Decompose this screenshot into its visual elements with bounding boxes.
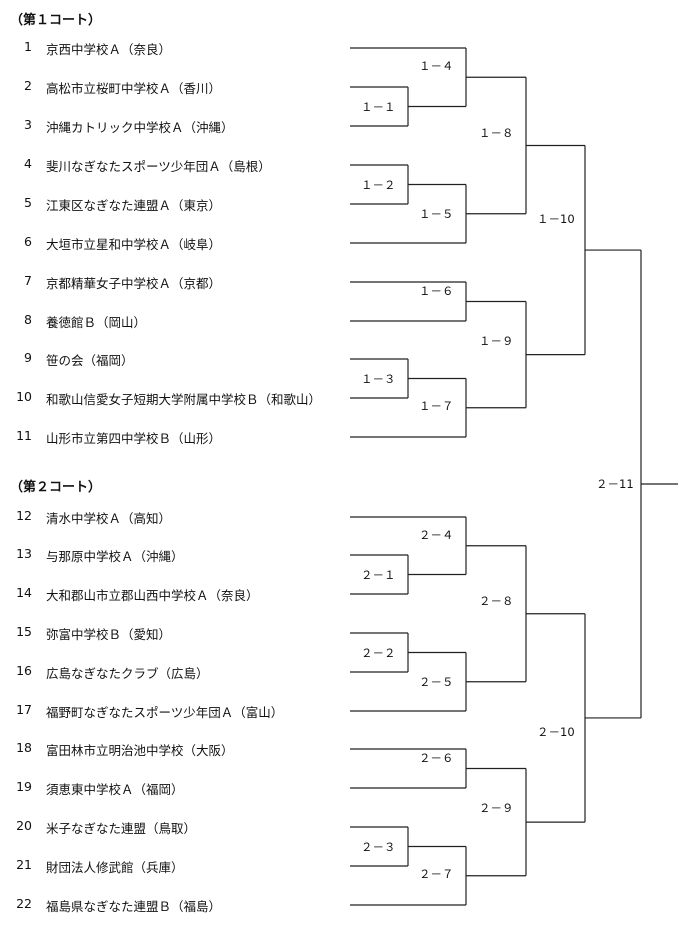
team-name: 斐川なぎなたスポーツ少年団Ａ（島根） xyxy=(46,159,271,174)
team-number: 10 xyxy=(16,389,32,404)
match-label-1-9: １－９ xyxy=(478,332,515,349)
team-number: 7 xyxy=(24,273,32,288)
team-name: 沖縄カトリック中学校Ａ（沖縄） xyxy=(46,120,234,135)
team-number: 6 xyxy=(24,234,32,249)
team-name: 江東区なぎなた連盟Ａ（東京） xyxy=(46,198,222,213)
team-name: 京都精華女子中学校Ａ（京都） xyxy=(46,276,222,291)
team-name: 清水中学校Ａ（高知） xyxy=(46,511,172,526)
team-name: 山形市立第四中学校Ｂ（山形） xyxy=(46,431,222,446)
match-label-1-1: １－１ xyxy=(360,98,397,115)
team-name: 大和郡山市立郡山西中学校Ａ（奈良） xyxy=(46,588,259,603)
team-number: 5 xyxy=(24,195,32,210)
team-name: 養徳館Ｂ（岡山） xyxy=(46,315,147,330)
team-number: 11 xyxy=(16,428,32,443)
match-label-1-6: １－６ xyxy=(418,282,455,299)
match-label-2-8: ２－８ xyxy=(478,592,515,609)
team-number: 22 xyxy=(16,896,32,911)
match-label-1-7: １－７ xyxy=(418,397,455,414)
team-number: 2 xyxy=(24,78,32,93)
team-name: 福島県なぎなた連盟Ｂ（福島） xyxy=(46,899,222,914)
team-number: 18 xyxy=(16,740,32,755)
team-number: 17 xyxy=(16,702,32,717)
match-label-2-1: ２－１ xyxy=(360,566,397,583)
team-number: 13 xyxy=(16,546,32,561)
team-name: 京西中学校Ａ（奈良） xyxy=(46,42,172,57)
match-label-1-2: １－２ xyxy=(360,176,397,193)
team-number: 1 xyxy=(24,39,32,54)
match-label-2-6: ２－６ xyxy=(418,749,455,766)
match-label-1-4: １－４ xyxy=(418,58,455,75)
team-number: 20 xyxy=(16,818,32,833)
match-label-2-9: ２－９ xyxy=(478,800,515,817)
team-number: 4 xyxy=(24,156,32,171)
team-name: 富田林市立明治池中学校（大阪） xyxy=(46,743,234,758)
match-label-1-8: １－８ xyxy=(478,124,515,141)
match-label-2-5: ２－５ xyxy=(418,673,455,690)
match-label-2-2: ２－２ xyxy=(360,644,397,661)
team-name: 笹の会（福岡） xyxy=(46,353,134,368)
team-name: 広島なぎなたクラブ（広島） xyxy=(46,666,209,681)
team-name: 和歌山信愛女子短期大学附属中学校Ｂ（和歌山） xyxy=(46,392,322,407)
team-name: 大垣市立星和中学校Ａ（岐阜） xyxy=(46,237,222,252)
match-label-2-3: ２－３ xyxy=(360,838,397,855)
team-number: 14 xyxy=(16,585,32,600)
team-number: 9 xyxy=(24,350,32,365)
match-label-1-3: １－３ xyxy=(360,370,397,387)
team-name: 高松市立桜町中学校Ａ（香川） xyxy=(46,81,222,96)
match-label-2-10: ２－10 xyxy=(536,723,576,740)
match-label-2-7: ２－７ xyxy=(418,865,455,882)
team-number: 12 xyxy=(16,508,32,523)
team-name: 与那原中学校Ａ（沖縄） xyxy=(46,549,184,564)
team-name: 福野町なぎなたスポーツ少年団Ａ（富山） xyxy=(46,705,284,720)
court-2-heading: （第２コート） xyxy=(10,480,102,495)
match-label-2-4: ２－４ xyxy=(418,526,455,543)
team-number: 15 xyxy=(16,624,32,639)
team-name: 米子なぎなた連盟（鳥取） xyxy=(46,821,197,836)
team-name: 財団法人修武館（兵庫） xyxy=(46,860,184,875)
team-name: 須恵東中学校Ａ（福岡） xyxy=(46,782,184,797)
team-number: 16 xyxy=(16,663,32,678)
team-number: 19 xyxy=(16,779,32,794)
team-number: 21 xyxy=(16,857,32,872)
match-label-final: ２－11 xyxy=(595,476,635,492)
court-1-heading: （第１コート） xyxy=(10,13,102,28)
match-label-1-10: １－10 xyxy=(536,211,576,228)
team-number: 3 xyxy=(24,117,32,132)
team-name: 弥富中学校Ｂ（愛知） xyxy=(46,627,172,642)
match-label-1-5: １－５ xyxy=(418,205,455,222)
team-number: 8 xyxy=(24,312,32,327)
